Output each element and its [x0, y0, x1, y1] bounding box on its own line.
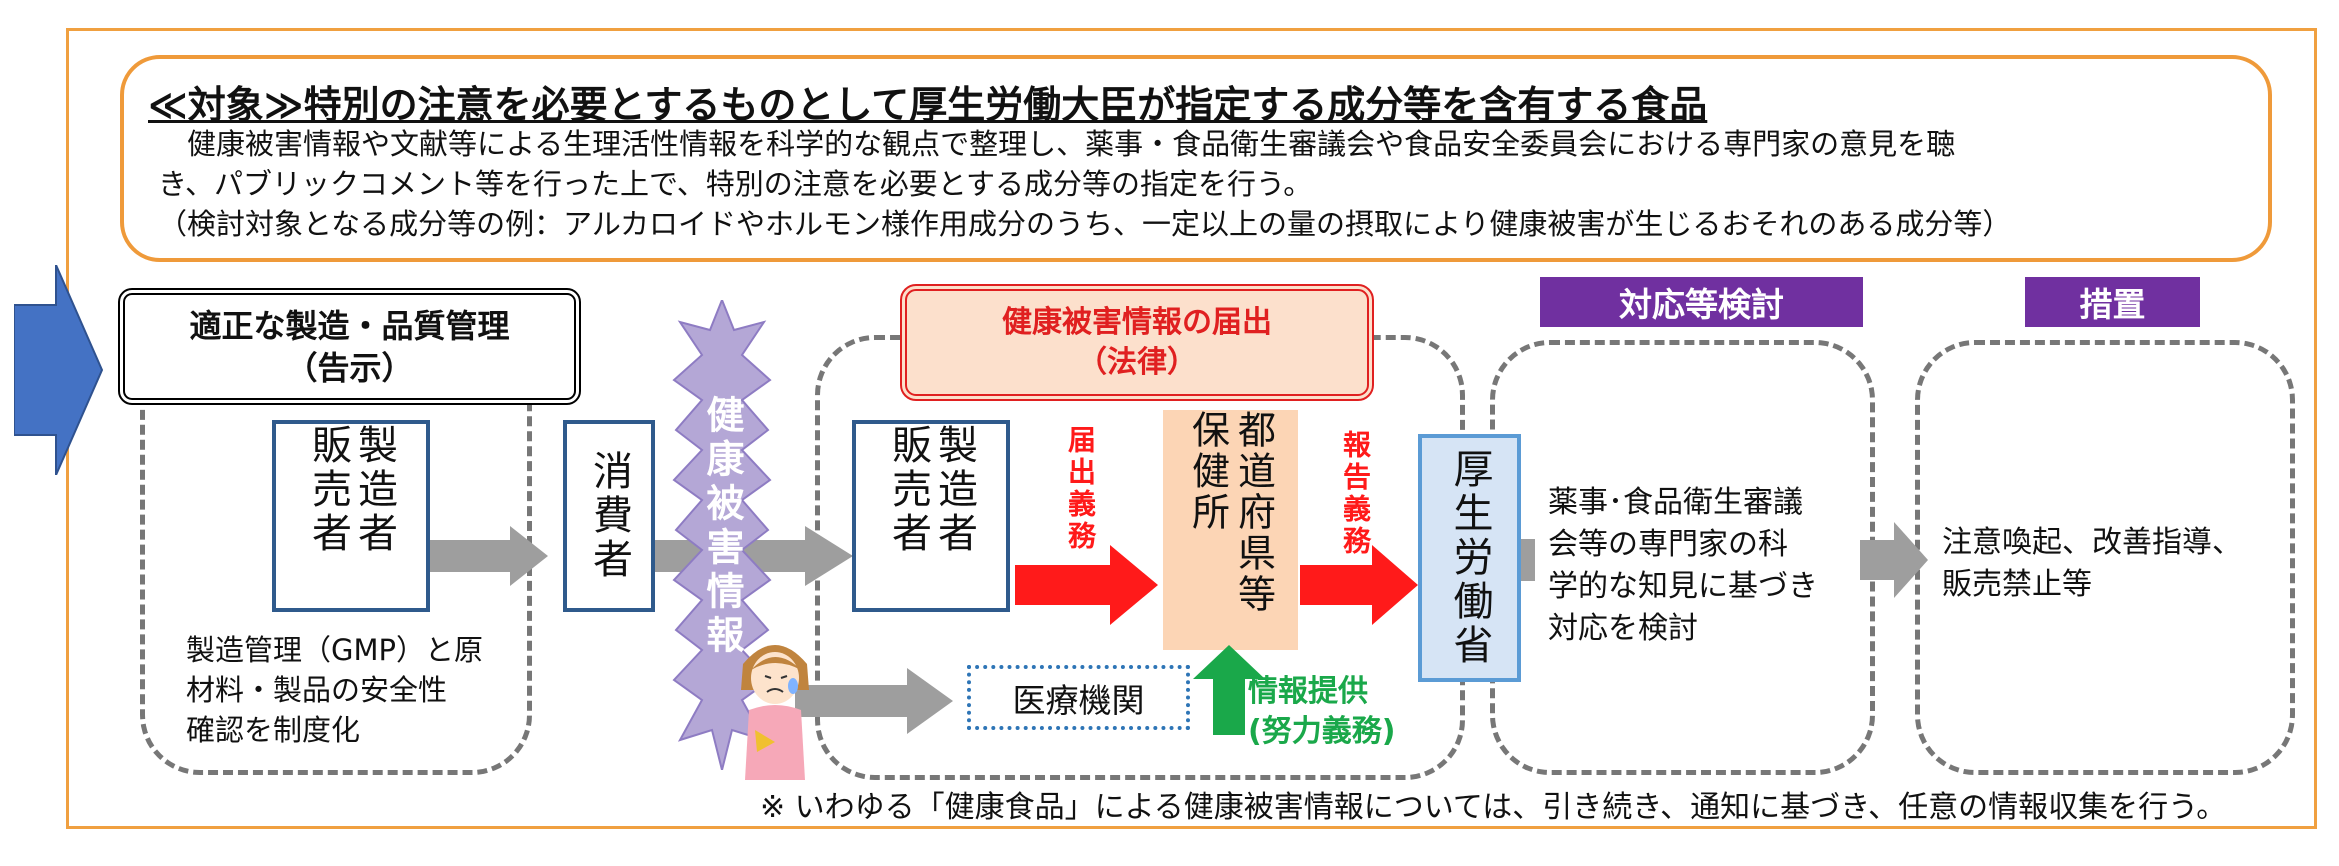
info-provide-line2: (努力義務) — [1248, 714, 1396, 749]
red-arrow-1 — [1015, 545, 1158, 625]
review-text: 薬事･食品衛生審議 会等の専門家の科 学的な知見に基づき 対応を検討 — [1548, 482, 1818, 650]
manufacturer-seller-box-1: 製造者 販売者 — [272, 420, 430, 612]
info-provide: 情報提供 (努力義務) — [1248, 672, 1395, 752]
target-box — [120, 55, 2272, 262]
manufacturing-note-line1: 製造管理（GMP）と原 — [186, 633, 483, 667]
target-line-3: （検討対象となる成分等の例：アルカロイドやホルモン様作用成分のうち、一定以上の量… — [158, 207, 2012, 241]
info-provide-line1: 情報提供 — [1248, 674, 1368, 709]
health-info-text-wrap: 健康被害情報 — [680, 395, 764, 695]
red-arrow-2 — [1300, 545, 1418, 625]
consumer-label: 消費者 — [586, 450, 632, 582]
target-title: ≪対象≫特別の注意を必要とするものとして厚生労働大臣が指定する成分等を含有する食… — [148, 83, 1708, 127]
manufacturer-seller-box-2: 製造者 販売者 — [852, 420, 1010, 612]
prefecture-label: 都道府県等 保健所 — [1185, 410, 1276, 615]
manufacturer-seller-label-1: 製造者 販売者 — [305, 424, 397, 556]
review-label: 対応等検討 — [1540, 277, 1863, 327]
measures-label: 措置 — [2025, 277, 2200, 327]
manufacturing-note-line2: 材料・製品の安全性 — [186, 673, 448, 707]
measures-line1: 注意喚起、改善指導、 — [1942, 525, 2242, 560]
arrow-review-to-measures — [1860, 522, 1928, 598]
target-description: 健康被害情報や文献等による生理活性情報を科学的な観点で整理し、薬事・食品衛生審議… — [158, 124, 2238, 244]
duty-notify-wrap: 届出義務 — [1060, 425, 1100, 553]
green-up-arrow — [1193, 645, 1265, 735]
left-blue-arrow — [14, 265, 104, 475]
health-info-burst — [672, 300, 772, 770]
target-line-2: き、パブリックコメント等を行った上で、特別の注意を必要とする成分等の指定を行う。 — [158, 167, 1313, 201]
manufacturing-header: 適正な製造・品質管理 （告示） — [118, 288, 581, 405]
sick-person-icon — [741, 645, 809, 780]
consumer-box: 消費者 — [563, 420, 655, 612]
medical-institution-box: 医療機関 — [967, 665, 1190, 730]
manufacturing-header-line2: （告示） — [285, 348, 414, 387]
target-line-1: 健康被害情報や文献等による生理活性情報を科学的な観点で整理し、薬事・食品衛生審議… — [158, 127, 1956, 161]
footnote: ※ いわゆる「健康食品」による健康被害情報については、引き続き、通知に基づき、任… — [760, 790, 2227, 825]
ministry-box: 厚生労働省 — [1418, 434, 1521, 682]
ministry-label: 厚生労働省 — [1446, 448, 1493, 668]
health-info-label: 健康被害情報 — [700, 395, 744, 659]
reporting-header-line2: （法律） — [1077, 344, 1197, 380]
duty-report-wrap: 報告義務 — [1335, 430, 1375, 558]
manufacturing-note-line3: 確認を制度化 — [186, 713, 361, 747]
manufacturing-note: 製造管理（GMP）と原 材料・製品の安全性 確認を制度化 — [186, 630, 516, 750]
duty-notify-label: 届出義務 — [1064, 425, 1097, 553]
review-line3: 学的な知見に基づき — [1548, 569, 1818, 604]
reporting-header-line1: 健康被害情報の届出 — [1002, 304, 1272, 340]
duty-report-label: 報告義務 — [1339, 430, 1372, 558]
manufacturer-seller-label-2: 製造者 販売者 — [885, 424, 977, 556]
reporting-header: 健康被害情報の届出 （法律） — [900, 284, 1374, 401]
measures-text: 注意喚起、改善指導、 販売禁止等 — [1942, 522, 2242, 606]
measures-line2: 販売禁止等 — [1942, 567, 2092, 602]
prefecture-box: 都道府県等 保健所 — [1163, 410, 1298, 650]
manufacturing-header-line1: 適正な製造・品質管理 — [189, 306, 510, 345]
arrow-to-consumer — [430, 526, 548, 586]
review-line4: 対応を検討 — [1548, 611, 1698, 646]
review-line1: 薬事･食品衛生審議 — [1548, 485, 1803, 520]
review-line2: 会等の専門家の科 — [1548, 527, 1788, 562]
medical-institution-label: 医療機関 — [1012, 680, 1145, 720]
arrow-to-medical — [795, 668, 953, 734]
